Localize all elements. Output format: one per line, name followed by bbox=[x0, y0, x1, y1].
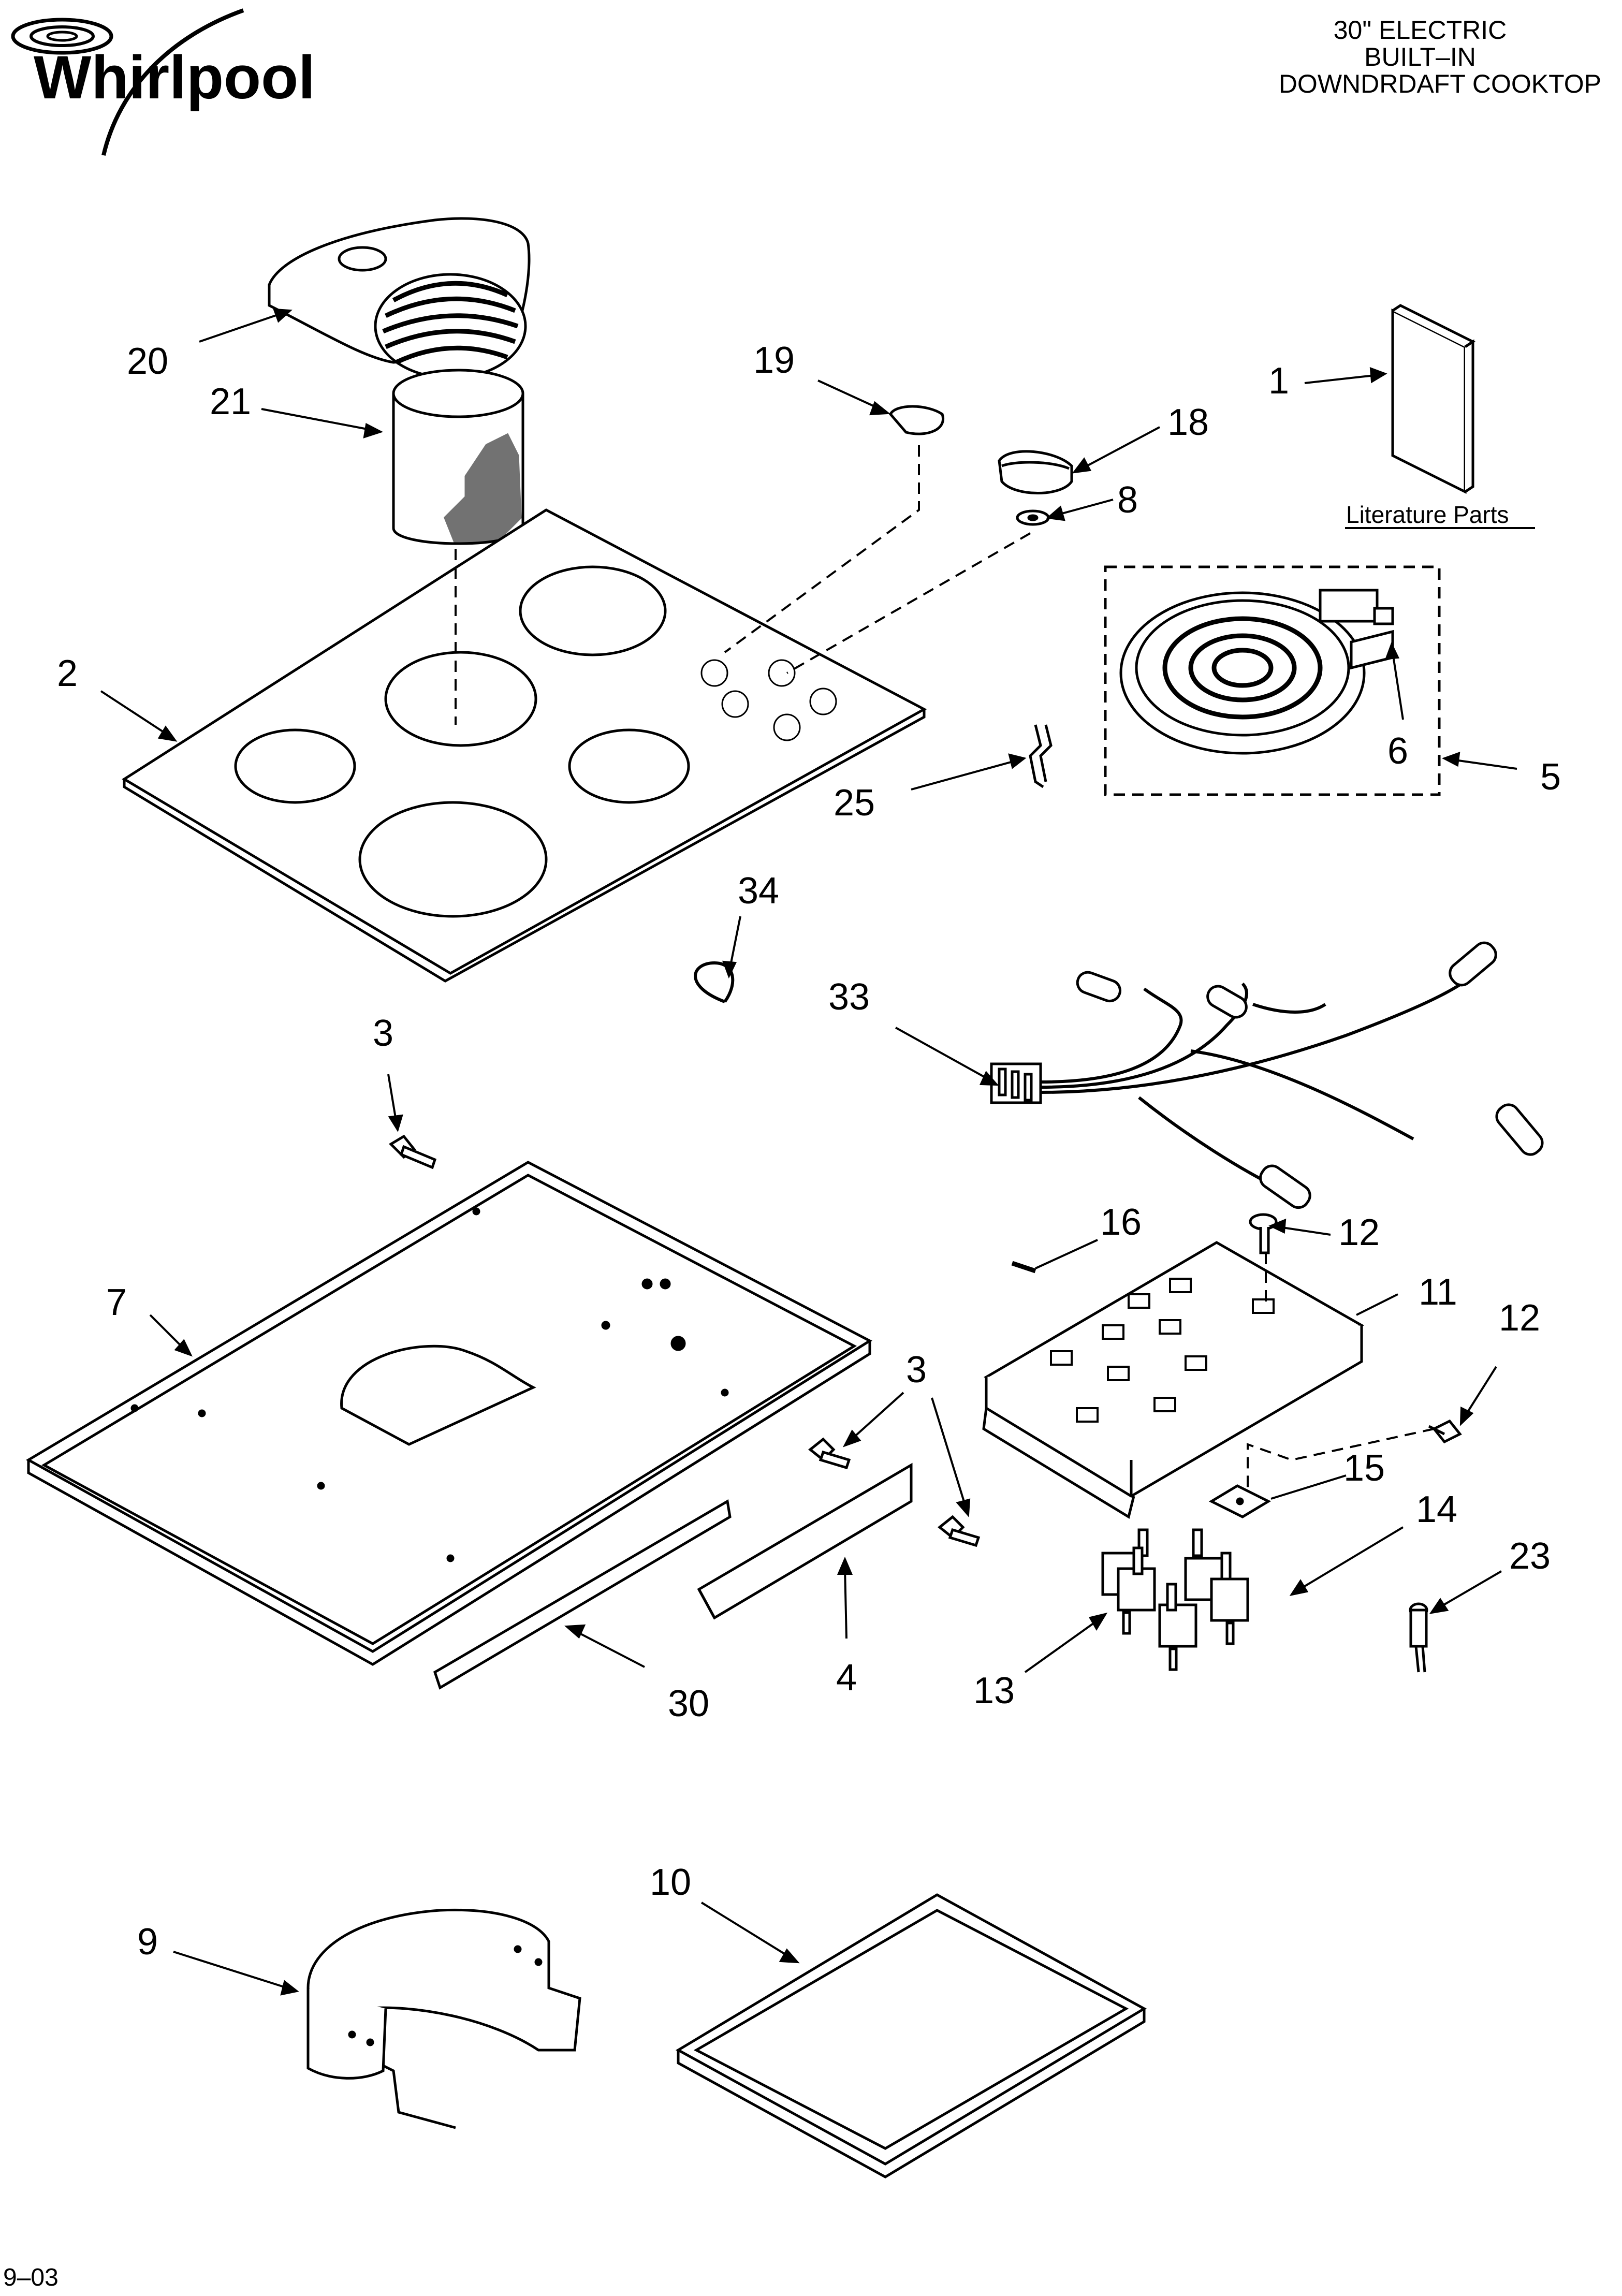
brand-wordmark: Whirlpool bbox=[34, 43, 315, 112]
callout-3-right: 3 bbox=[906, 1349, 927, 1391]
callout-33: 33 bbox=[828, 976, 870, 1018]
callout-2: 2 bbox=[57, 653, 78, 694]
part-34-clip-ring bbox=[694, 961, 735, 1003]
part-3-screw-upper bbox=[388, 1134, 437, 1169]
part-18-knob bbox=[998, 450, 1073, 494]
callout-10: 10 bbox=[650, 1862, 691, 1903]
callout-20: 20 bbox=[127, 341, 168, 382]
callout-19: 19 bbox=[753, 340, 795, 381]
part-7-chassis bbox=[25, 1161, 873, 1666]
part-33-wire-harness bbox=[990, 941, 1544, 1209]
callout-23: 23 bbox=[1509, 1535, 1551, 1577]
part-6-terminal-block bbox=[1350, 630, 1394, 670]
part-30-rail bbox=[433, 1499, 732, 1690]
callout-6: 6 bbox=[1387, 730, 1408, 772]
part-16-wire bbox=[1011, 1261, 1036, 1274]
title-line-1: 30" ELECTRIC bbox=[1333, 16, 1507, 45]
callout-5: 5 bbox=[1540, 756, 1561, 798]
title-block: 30" ELECTRIC BUILT–IN DOWNDRDAFT COOKTOP bbox=[1239, 17, 1601, 97]
callout-4: 4 bbox=[836, 1657, 857, 1699]
guide-lines bbox=[455, 445, 1435, 1491]
callout-30: 30 bbox=[668, 1683, 709, 1724]
part-23-indicator-light bbox=[1409, 1602, 1428, 1673]
callout-34: 34 bbox=[738, 870, 779, 912]
part-19-knob-insert bbox=[889, 405, 945, 435]
callout-14: 14 bbox=[1416, 1489, 1457, 1530]
callout-1: 1 bbox=[1268, 360, 1289, 402]
callout-25: 25 bbox=[834, 782, 875, 824]
callout-16: 16 bbox=[1100, 1202, 1142, 1243]
callout-7: 7 bbox=[106, 1282, 127, 1323]
part-3-screw-right-1 bbox=[808, 1437, 851, 1470]
callout-15: 15 bbox=[1343, 1447, 1385, 1489]
callout-13: 13 bbox=[973, 1670, 1015, 1712]
part-11-switch-bracket bbox=[982, 1241, 1364, 1519]
callout-12-upper: 12 bbox=[1338, 1212, 1380, 1253]
callout-8: 8 bbox=[1117, 479, 1138, 521]
title-line-3: DOWNDRDAFT COOKTOP bbox=[1278, 69, 1601, 98]
part-12-screw-right bbox=[1428, 1419, 1462, 1444]
part-3-screw-right-2 bbox=[937, 1515, 981, 1547]
whirlpool-logo: Whirlpool bbox=[11, 8, 315, 156]
part-20-vent-cover bbox=[268, 217, 531, 379]
part-4-bracket bbox=[697, 1463, 913, 1620]
title-line-2: BUILT–IN bbox=[1364, 42, 1476, 71]
part-10-frame bbox=[675, 1893, 1147, 2178]
revision-date: 9–03 bbox=[3, 2264, 59, 2291]
callout-numbers: 20 21 19 18 8 1 2 6 5 25 34 33 3 7 16 12… bbox=[57, 340, 1561, 1963]
leader-lines bbox=[100, 308, 1517, 1996]
part-2-cooktop-glass bbox=[122, 508, 927, 983]
literature-parts-label: Literature Parts bbox=[1346, 501, 1509, 528]
part-12-screw-upper bbox=[1249, 1213, 1278, 1254]
callout-18: 18 bbox=[1167, 402, 1209, 443]
part-21-filter-canister bbox=[392, 369, 524, 545]
callout-3-upper: 3 bbox=[373, 1013, 393, 1054]
callout-11: 11 bbox=[1419, 1271, 1457, 1313]
part-25-clip bbox=[1029, 724, 1053, 788]
part-5-radiant-element bbox=[1104, 565, 1441, 796]
callout-21: 21 bbox=[210, 381, 251, 422]
callout-12-right: 12 bbox=[1499, 1297, 1540, 1339]
part-13-switches bbox=[1101, 1528, 1249, 1671]
part-15-plate bbox=[1208, 1484, 1272, 1518]
part-1-literature: Literature Parts bbox=[1345, 304, 1535, 529]
part-8-washer bbox=[1016, 509, 1050, 526]
callout-9: 9 bbox=[137, 1921, 158, 1963]
part-9-heat-shield bbox=[306, 1908, 581, 2129]
